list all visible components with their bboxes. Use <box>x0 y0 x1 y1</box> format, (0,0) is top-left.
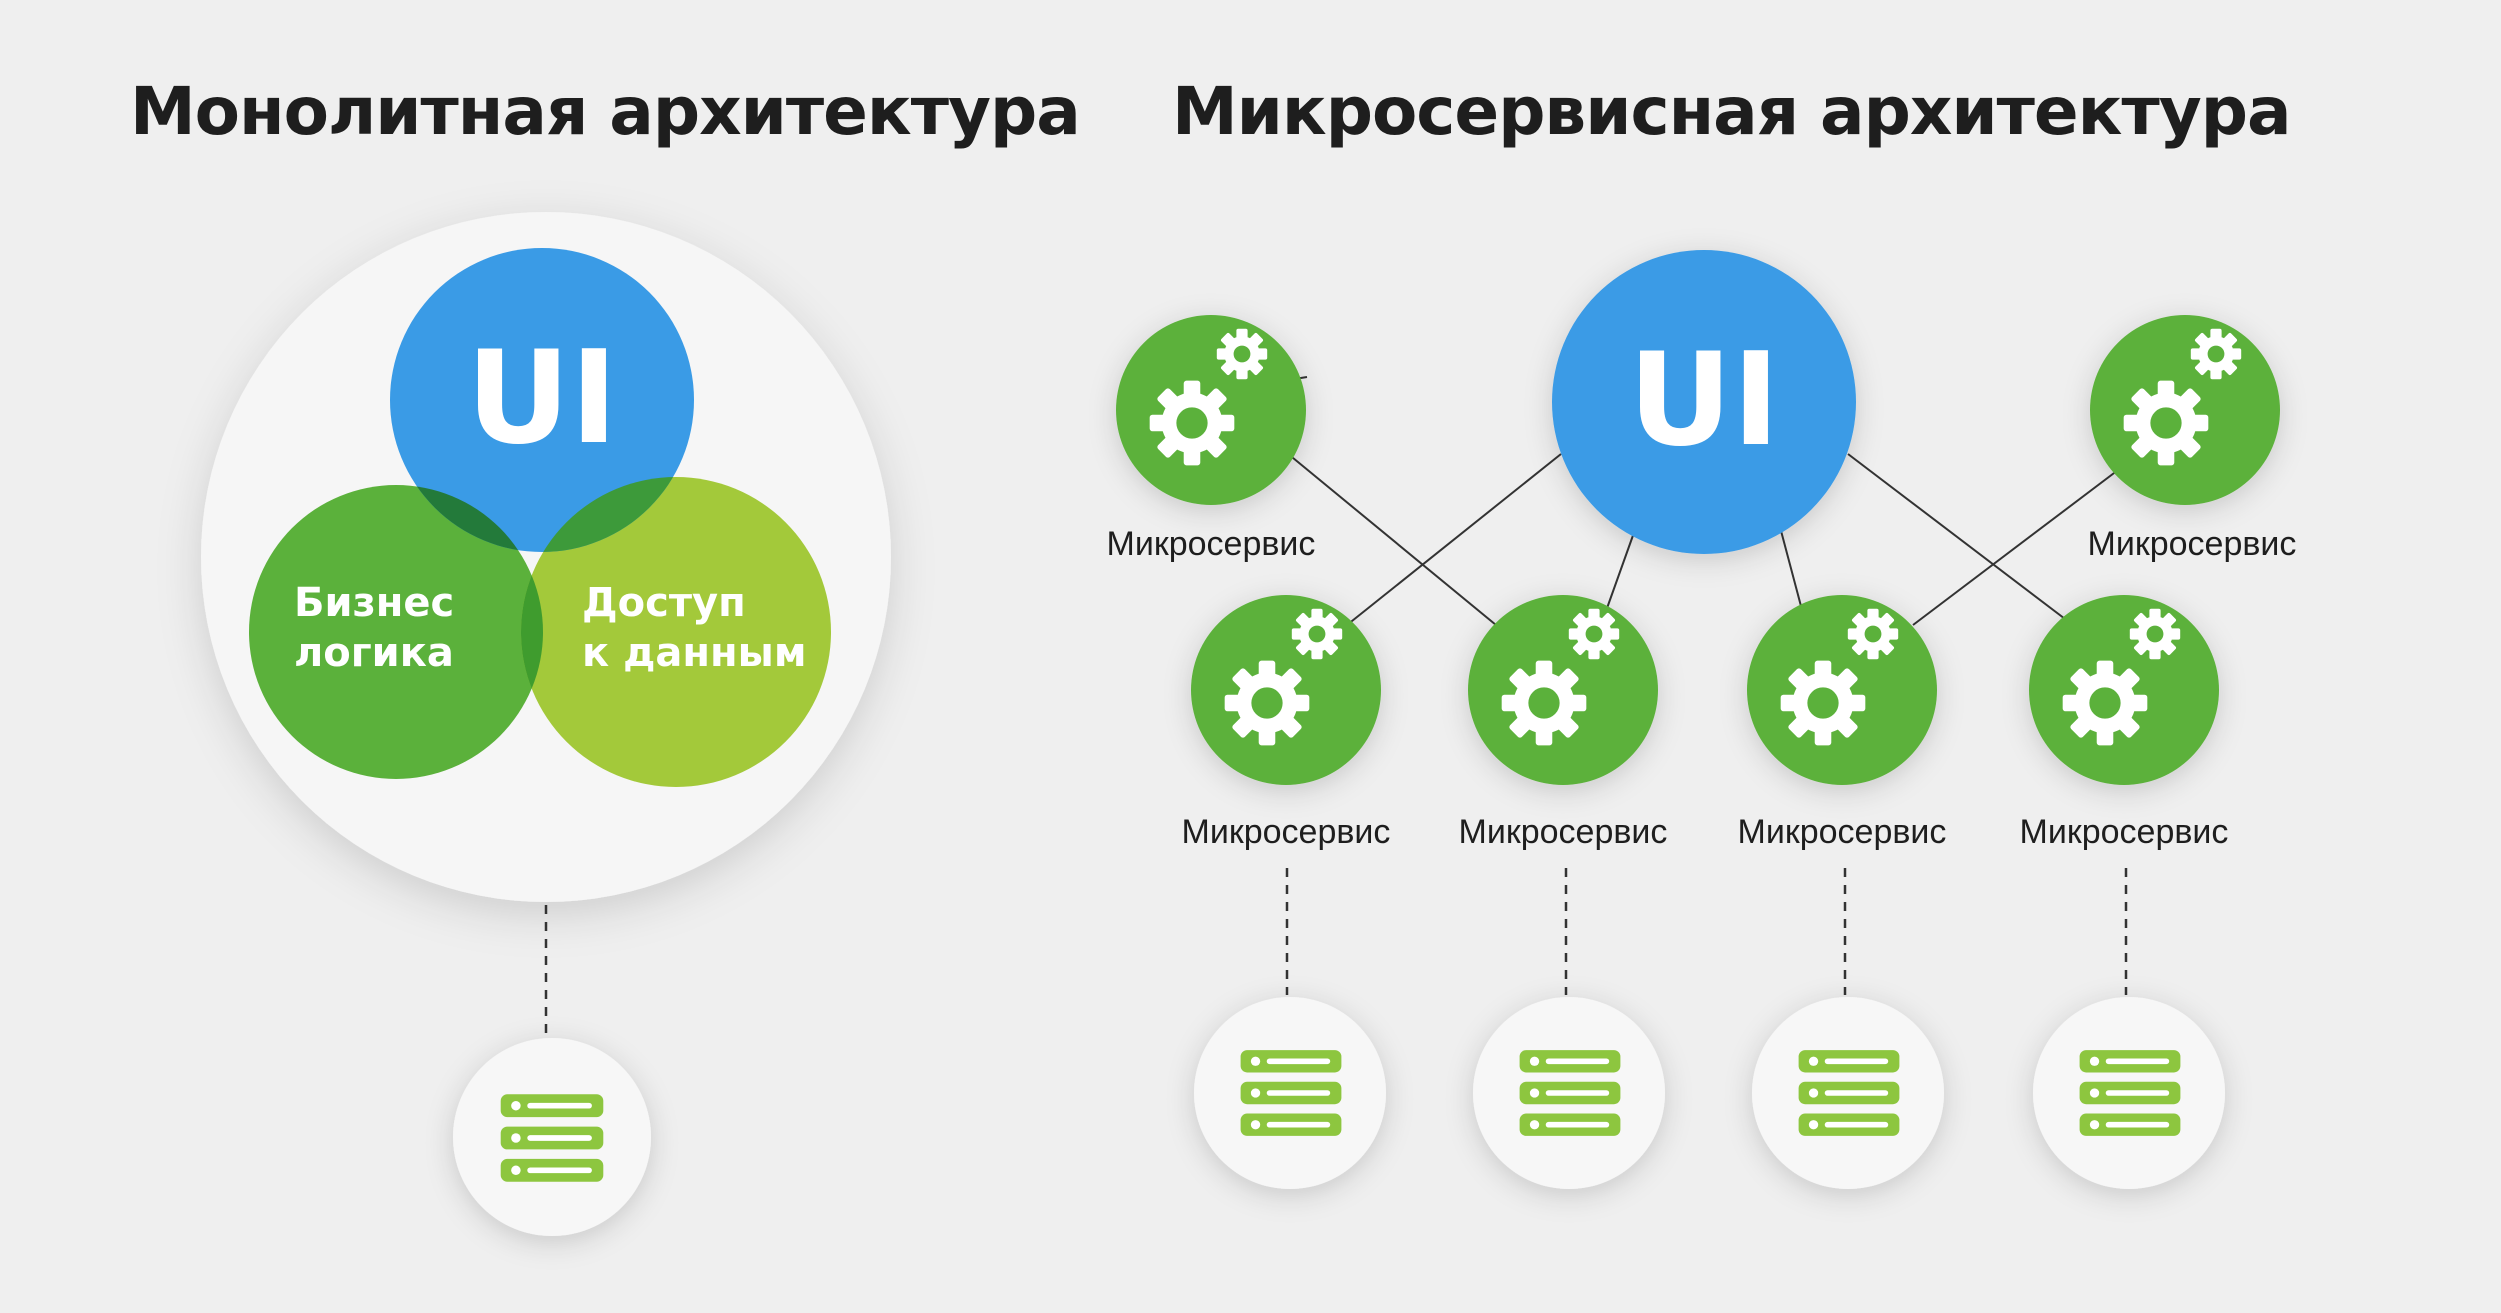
microservices-title: Микросервисная архитектура <box>1172 73 2291 150</box>
link-ui-service-6 <box>1847 453 2074 626</box>
data-access-label-line1: Доступ <box>582 580 746 626</box>
database-node <box>1473 997 1665 1189</box>
ui-circle <box>390 248 694 552</box>
monolith-title: Монолитная архитектура <box>130 73 1080 150</box>
microservice-label: Микросервис <box>2020 813 2229 851</box>
database-node <box>1194 997 1386 1189</box>
database-icon <box>1519 1050 1621 1136</box>
business-logic-label-line1: Бизнес <box>294 580 454 626</box>
microservices-ui-node: UI <box>1552 250 1856 554</box>
small-gear-icon <box>1568 608 1620 660</box>
microservice-label: Микросервис <box>1182 813 1391 851</box>
business-logic-label-line2: логика <box>294 630 454 676</box>
small-gear-icon <box>1847 608 1899 660</box>
microservice-label: Микросервис <box>2088 525 2297 563</box>
microservice-node: Микросервис <box>1182 595 1391 851</box>
small-gear-icon <box>1291 608 1343 660</box>
database-node <box>1752 997 1944 1189</box>
microservice-databases <box>1194 868 2225 1189</box>
database-icon <box>500 1094 604 1182</box>
gears-icon <box>2062 660 2148 746</box>
microservice-node: Микросервис <box>2020 595 2229 851</box>
business-logic-circle <box>249 485 543 779</box>
database-icon <box>1798 1050 1900 1136</box>
monolith-ui-label: UI <box>466 324 618 473</box>
small-gear-icon <box>2190 328 2242 380</box>
database-icon <box>2079 1050 2181 1136</box>
microservice-label: Микросервис <box>1459 813 1668 851</box>
small-gear-icon <box>1216 328 1268 380</box>
microservice-label: Микросервис <box>1738 813 1947 851</box>
link-ui-service-3a <box>1252 424 1497 626</box>
database-node <box>2033 997 2225 1189</box>
data-access-circle <box>521 477 831 787</box>
gears-icon <box>1501 660 1587 746</box>
data-access-label-line2: к данным <box>582 630 807 676</box>
gears-icon <box>2123 380 2209 466</box>
microservice-node: Микросервис <box>2088 315 2297 563</box>
microservice-label: Микросервис <box>1107 525 1316 563</box>
monolith-database-node <box>453 1038 651 1236</box>
microservice-node: Микросервис <box>1459 595 1668 851</box>
gears-icon <box>1780 660 1866 746</box>
microservice-node: Микросервис <box>1107 315 1316 563</box>
gears-icon <box>1149 380 1235 466</box>
link-ui-service-3b <box>1346 453 1562 626</box>
link-ui-service-7 <box>1912 463 2127 626</box>
gears-icon <box>1224 660 1310 746</box>
small-gear-icon <box>2129 608 2181 660</box>
microservice-node: Микросервис <box>1738 595 1947 851</box>
monolith-venn <box>249 248 831 787</box>
database-icon <box>1240 1050 1342 1136</box>
microservices-ui-label: UI <box>1628 326 1780 475</box>
